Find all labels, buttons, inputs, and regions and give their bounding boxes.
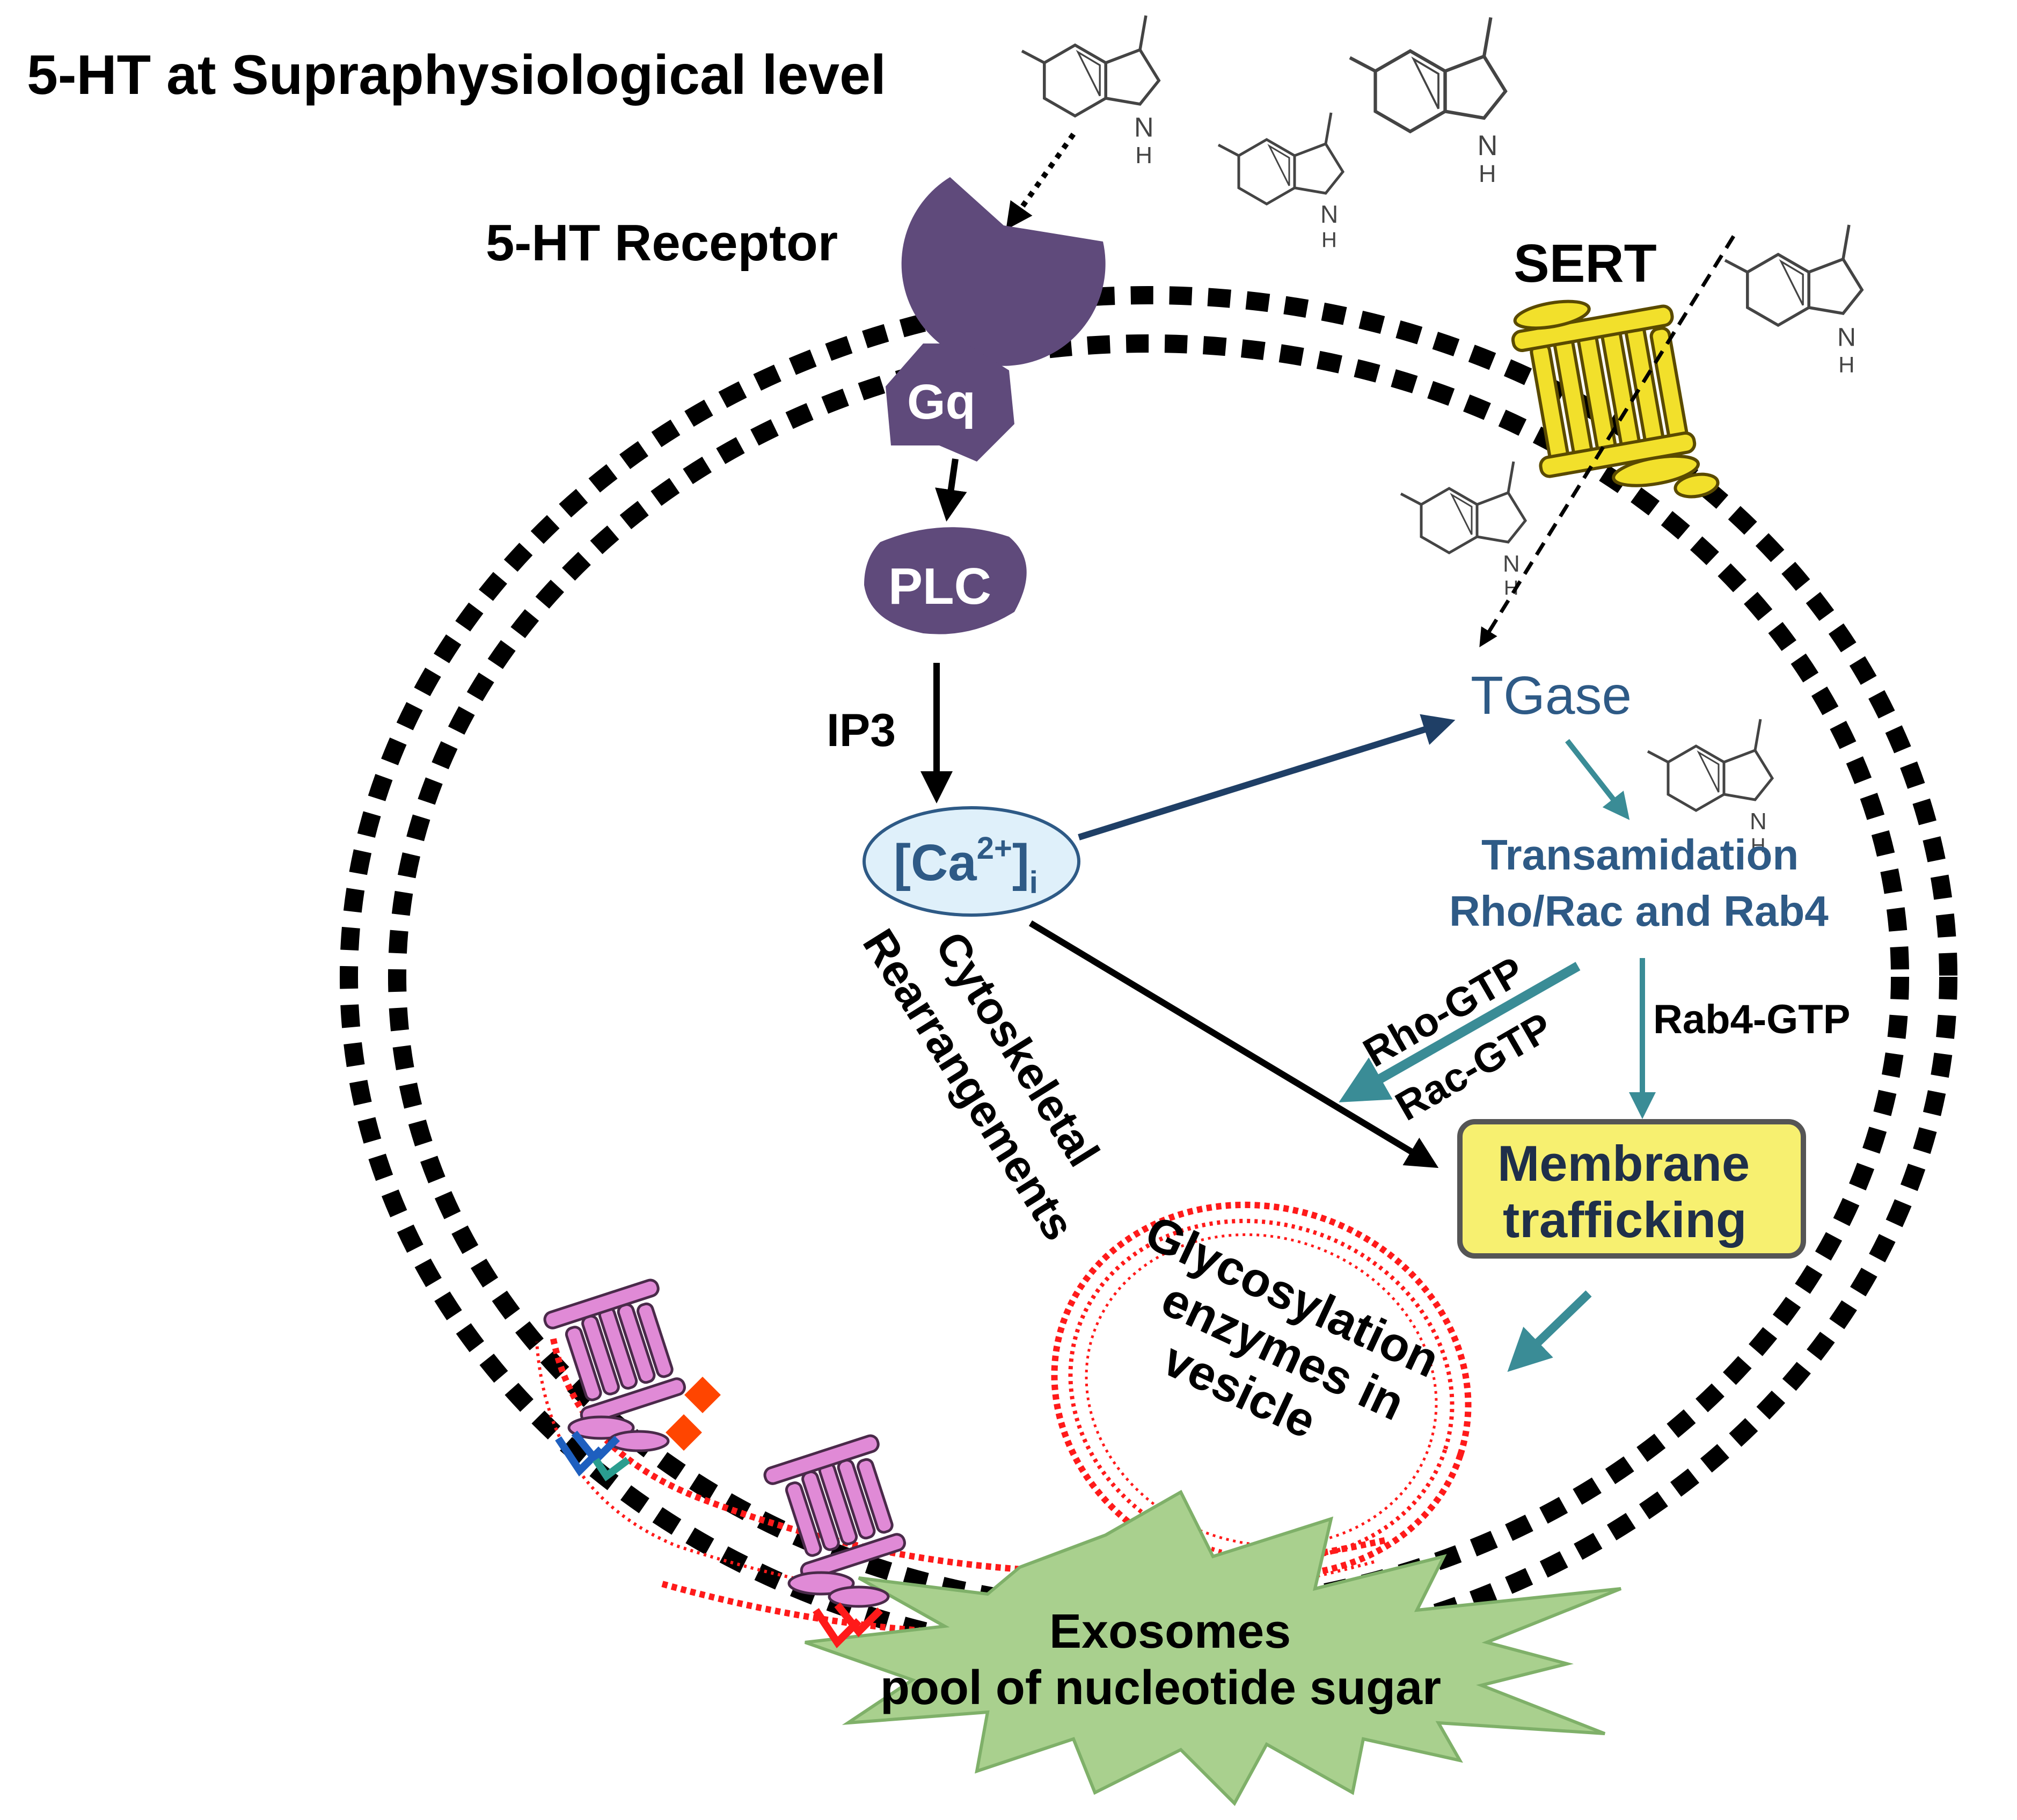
svg-text:N: N — [1503, 551, 1520, 577]
exosomes-burst — [805, 1489, 1622, 1806]
plc-label: PLC — [888, 558, 991, 615]
rho-rac-rab4-label: Rho/Rac and Rab4 — [1449, 887, 1829, 935]
gq-label: Gq — [907, 375, 976, 429]
rho-rac-arrow — [1339, 962, 1581, 1102]
svg-text:N: N — [1134, 112, 1154, 143]
page-title: 5-HT at Supraphysiological level — [27, 44, 886, 106]
svg-text:H: H — [1479, 160, 1496, 187]
glycan-icon — [555, 1430, 631, 1482]
svg-text:N: N — [1837, 323, 1856, 352]
vesicle — [1051, 1201, 1472, 1579]
serotonin-molecule-icon: N H — [1218, 113, 1343, 252]
membrane-trafficking-box — [1457, 1119, 1806, 1259]
svg-text:H: H — [1838, 352, 1854, 377]
gq-to-plc-arrow — [935, 458, 967, 522]
serotonin-molecule-icon: N H — [1350, 18, 1506, 187]
plc-icon — [864, 527, 1027, 634]
glycosylation-label: Glycosylation enzymes in vesicle — [1137, 1205, 1447, 1449]
sert-transporter-icon — [1511, 299, 1720, 499]
membrane-trafficking-line1: Membrane — [1497, 1135, 1750, 1192]
calcium-to-tgase-arrow — [1078, 714, 1456, 840]
serotonin-molecule-icon: N H — [1401, 462, 1525, 600]
gq-protein-icon — [886, 343, 1014, 462]
nucleotide-sugar-label: pool of nucleotide sugar — [880, 1661, 1441, 1715]
calcium-node — [863, 806, 1080, 917]
serotonin-molecule-icon: N H — [1022, 16, 1159, 169]
calcium-to-trafficking-arrow — [1028, 920, 1439, 1168]
ip3-label: IP3 — [827, 705, 896, 756]
svg-text:H: H — [1321, 228, 1337, 252]
calcium-label: [Ca2+]i — [894, 831, 1038, 900]
glycan-icon — [813, 1602, 883, 1648]
rab4-gtp-label: Rab4-GTP — [1653, 997, 1850, 1042]
svg-text:H: H — [1135, 142, 1152, 169]
sert-uptake-arrow — [1479, 235, 1735, 647]
receptor-icon — [901, 177, 1106, 366]
tgase-to-transamidation-arrow — [1565, 739, 1630, 820]
binding-arrow — [1006, 133, 1076, 230]
receptor-label: 5-HT Receptor — [486, 214, 838, 272]
svg-text:H: H — [1751, 835, 1765, 857]
svg-text:N: N — [1750, 808, 1767, 835]
tgase-label: TGase — [1471, 666, 1632, 726]
transamidation-label: Transamidation — [1481, 831, 1799, 879]
svg-text:N: N — [1320, 200, 1338, 228]
sert-label: SERT — [1514, 233, 1657, 294]
exosomes-label: Exosomes — [1049, 1605, 1291, 1658]
sugar-block — [666, 1414, 702, 1451]
serotonin-molecule-icon: N H — [1648, 719, 1772, 857]
sugar-block — [684, 1377, 721, 1413]
trafficking-to-vesicle-arrow — [1507, 1290, 1592, 1372]
serotonin-molecule-icon: N H — [1725, 225, 1862, 377]
svg-text:N: N — [1478, 130, 1498, 162]
membrane-trafficking-line2: trafficking — [1503, 1192, 1746, 1248]
